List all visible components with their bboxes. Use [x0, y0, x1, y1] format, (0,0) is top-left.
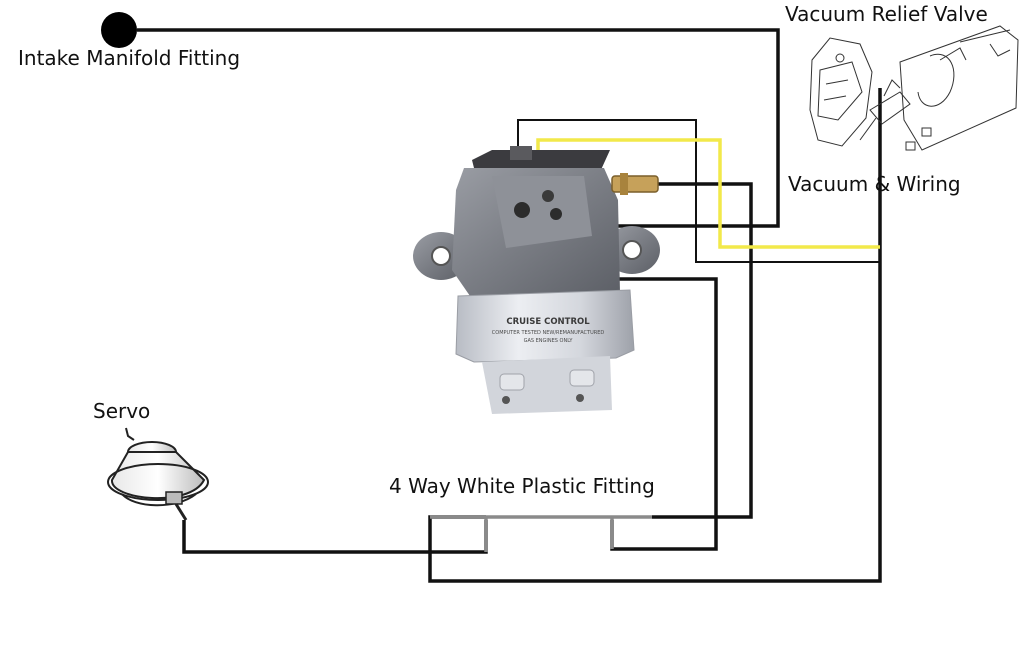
module-label-line2: COMPUTER TESTED NEW/REMANUFACTURED [492, 330, 605, 336]
hose-servo-to-fitting [182, 520, 488, 554]
label-intake-manifold-fitting: Intake Manifold Fitting [18, 46, 240, 70]
label-servo: Servo [93, 399, 150, 423]
label-vacuum-and-wiring: Vacuum & Wiring [788, 172, 961, 196]
intake-manifold-fitting-dot [101, 12, 137, 48]
hose-intake-to-module [137, 28, 780, 228]
cruise-control-module: CRUISE CONTROL COMPUTER TESTED NEW/REMAN… [413, 146, 660, 414]
servo-illustration [107, 427, 209, 521]
wire-yellow [536, 138, 880, 249]
four-way-fitting [430, 515, 652, 552]
wire-black [517, 119, 880, 263]
vacuum-relief-valve-illustration [809, 25, 1019, 151]
module-label-line1: CRUISE CONTROL [506, 317, 590, 327]
label-four-way-fitting: 4 Way White Plastic Fitting [389, 474, 655, 498]
hose-module-to-fitting-right [652, 182, 753, 519]
module-label-line3: GAS ENGINES ONLY [524, 338, 574, 344]
label-vacuum-relief-valve: Vacuum Relief Valve [785, 2, 988, 26]
